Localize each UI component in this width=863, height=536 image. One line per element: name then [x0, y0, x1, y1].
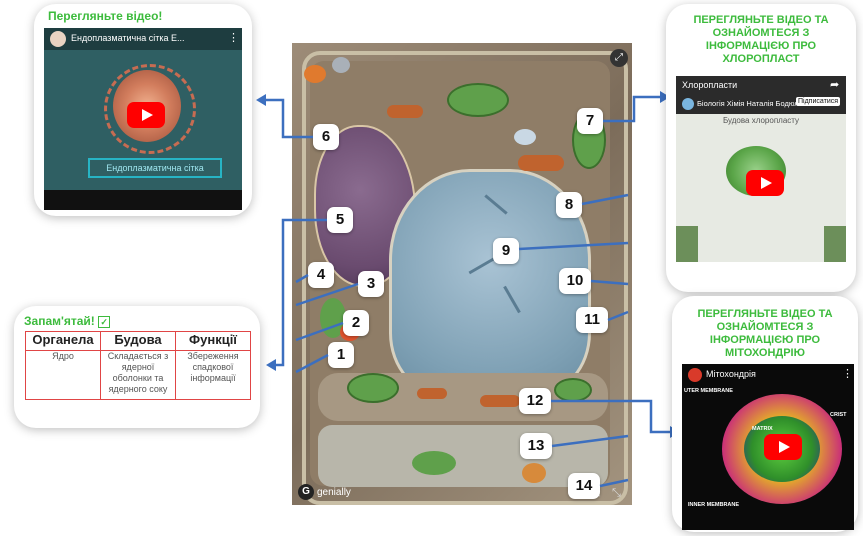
marker-6[interactable]: 6 — [313, 124, 339, 150]
video-card-mitochondria: ПЕРЕГЛЯНЬТЕ ВІДЕО ТА ОЗНАЙОМТЕСЯ З ІНФОР… — [672, 296, 858, 532]
share-arrow-icon[interactable]: ➦ — [830, 79, 840, 91]
video-title: Ендоплазматична сітка Е... — [71, 33, 185, 43]
label-outer-membrane: UTER MEMBRANE — [684, 388, 733, 394]
more-icon[interactable]: ⋮ — [228, 32, 239, 44]
marker-7[interactable]: 7 — [577, 108, 603, 134]
marker-5[interactable]: 5 — [327, 207, 353, 233]
genially-icon: G — [298, 484, 314, 500]
video-card-er: Перегляньте відео! Ендоплазматична сітка… — [34, 4, 252, 216]
slide-text: Будова хлоропласту — [722, 116, 800, 125]
remember-heading: Запам'ятай! — [24, 314, 95, 328]
mitochondrion — [480, 395, 520, 407]
video-title: Хлоропласти — [682, 80, 738, 90]
video-title: Мітохондрія — [706, 369, 756, 379]
organelle-table: Органела Будова Функції Ядро Складається… — [25, 331, 251, 400]
label-matrix: MATRIX — [752, 426, 773, 432]
marker-11[interactable]: 11 — [576, 307, 608, 333]
brand-name: genially — [317, 486, 351, 498]
marker-1[interactable]: 1 — [328, 342, 354, 368]
chloroplast — [347, 373, 399, 403]
video-player-mitochondria[interactable]: Мітохондрія ⋮ UTER MEMBRANE MATRIX CRIST… — [682, 364, 854, 530]
chloroplast-heading: ПЕРЕГЛЯНЬТЕ ВІДЕО ТА ОЗНАЙОМТЕСЯ З ІНФОР… — [693, 14, 829, 65]
label-inner-membrane: INNER MEMBRANE — [688, 502, 740, 508]
chloroplast — [412, 451, 456, 475]
play-button[interactable] — [764, 434, 802, 460]
channel-avatar — [50, 31, 66, 47]
more-icon[interactable]: ⋮ — [842, 368, 853, 380]
marker-8[interactable]: 8 — [556, 192, 582, 218]
genially-logo[interactable]: G genially — [298, 483, 351, 501]
video-caption: Ендоплазматична сітка — [88, 158, 222, 178]
card-heading: Перегляньте відео! — [48, 9, 163, 23]
col-organelle: Органела — [25, 331, 101, 351]
chloroplast — [447, 83, 509, 117]
video-player-chloroplast[interactable]: Хлоропласти ➦ Біологія Хімія Наталія Бод… — [676, 76, 846, 262]
marker-3[interactable]: 3 — [358, 271, 384, 297]
channel-avatar — [682, 98, 694, 110]
video-player-er[interactable]: Ендоплазматична сітка Е... ⋮ Ендоплазмат… — [44, 28, 242, 210]
play-button[interactable] — [746, 170, 784, 196]
marker-13[interactable]: 13 — [520, 433, 552, 459]
marker-4[interactable]: 4 — [308, 262, 334, 288]
marker-9[interactable]: 9 — [493, 238, 519, 264]
checkbox-icon: ✓ — [98, 315, 111, 328]
mitochondrion — [387, 105, 423, 118]
label-cristae: CRIST — [830, 412, 847, 418]
subscribe-button[interactable]: Підписатися — [796, 97, 841, 106]
mitochondrion — [417, 388, 447, 399]
play-button[interactable] — [127, 102, 165, 128]
mitochondrion — [518, 155, 564, 171]
video-card-chloroplast: ПЕРЕГЛЯНЬТЕ ВІДЕО ТА ОЗНАЙОМТЕСЯ З ІНФОР… — [666, 4, 856, 292]
mitochondria-heading: ПЕРЕГЛЯНЬТЕ ВІДЕО ТА ОЗНАЙОМТЕСЯ З ІНФОР… — [697, 308, 833, 359]
marker-2[interactable]: 2 — [343, 310, 369, 336]
channel-avatar — [688, 368, 702, 382]
col-structure: Будова — [100, 331, 176, 351]
channel-name: Біологія Хімія Наталія Бодюл — [697, 99, 799, 108]
marker-10[interactable]: 10 — [559, 268, 591, 294]
marker-14[interactable]: 14 — [568, 473, 600, 499]
marker-12[interactable]: 12 — [519, 388, 551, 414]
table-row: Ядро Складається з ядерної оболонки та я… — [25, 350, 251, 400]
expand-icon[interactable]: ⤡ — [612, 487, 621, 499]
fullscreen-icon[interactable]: ⤢ — [610, 49, 628, 67]
